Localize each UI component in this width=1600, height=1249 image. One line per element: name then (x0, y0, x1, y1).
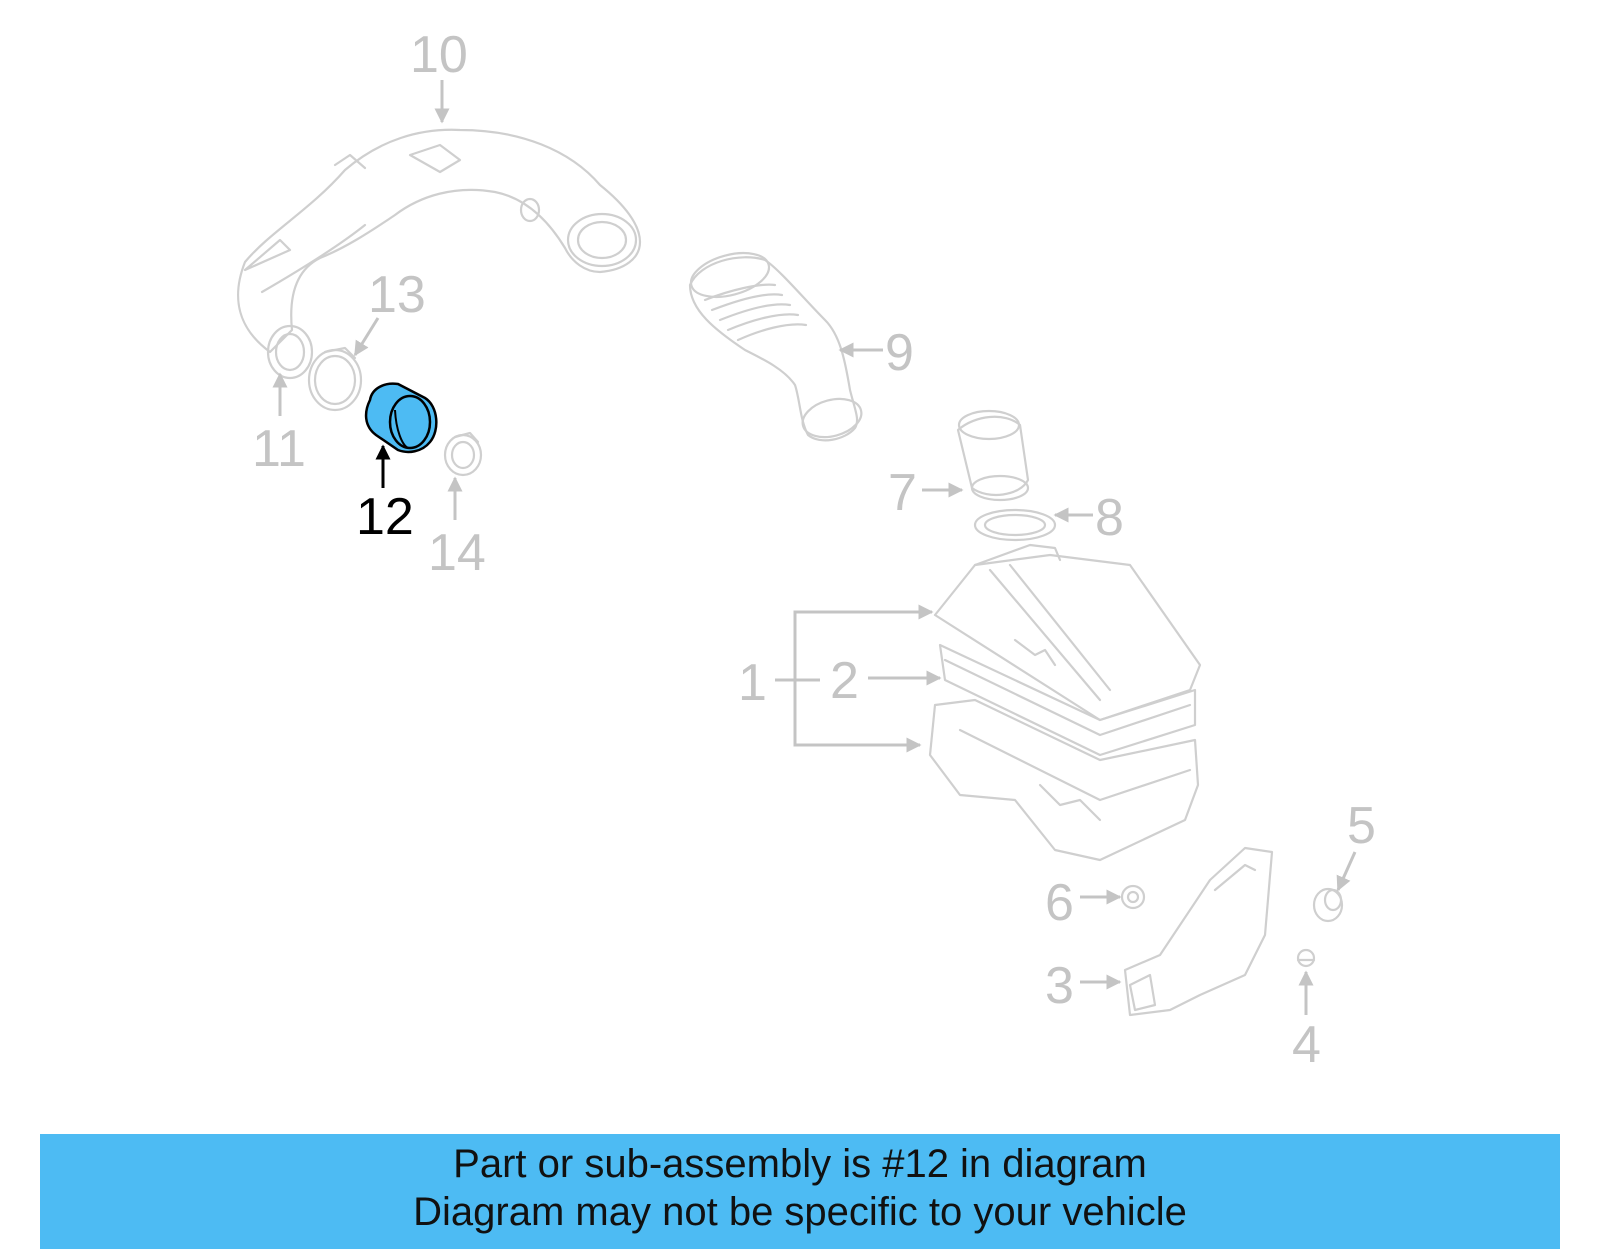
callout-3: 3 (1045, 957, 1074, 1015)
callout-5: 5 (1347, 797, 1376, 855)
callout-14: 14 (428, 524, 486, 582)
callout-12: 12 (356, 488, 414, 546)
banner-line-1: Part or sub-assembly is #12 in diagram (453, 1142, 1147, 1186)
callout-1: 1 (738, 654, 767, 712)
part-12-hose (364, 382, 438, 454)
part-5-grommet (1312, 887, 1344, 923)
leader-lines (272, 80, 1357, 1015)
part-6-nut (1120, 884, 1146, 910)
callout-13: 13 (368, 266, 426, 324)
part-3-bracket (1123, 846, 1274, 1017)
part-14-clamp (443, 431, 483, 477)
callout-7: 7 (888, 464, 917, 522)
callout-8: 8 (1095, 489, 1124, 547)
parts-diagram: 10 13 11 12 14 9 7 8 1 2 5 6 3 4 (237, 26, 1376, 1074)
callout-10: 10 (410, 26, 468, 84)
callout-2: 2 (830, 652, 859, 710)
part-9-hose (688, 251, 863, 442)
callout-4: 4 (1292, 1016, 1321, 1074)
callout-6: 6 (1045, 874, 1074, 932)
callout-11: 11 (252, 420, 306, 478)
part-8-gasket (973, 508, 1057, 542)
banner-line-2: Diagram may not be specific to your vehi… (413, 1190, 1187, 1234)
part-7-sleeve (956, 409, 1030, 502)
part-13-clamp (307, 346, 363, 412)
part-1-2-air-cleaner (928, 543, 1202, 862)
part-4-clip (1296, 948, 1316, 968)
part-10-intake-duct (237, 128, 642, 380)
callout-9: 9 (885, 324, 914, 382)
info-banner: Part or sub-assembly is #12 in diagram D… (40, 1134, 1560, 1249)
